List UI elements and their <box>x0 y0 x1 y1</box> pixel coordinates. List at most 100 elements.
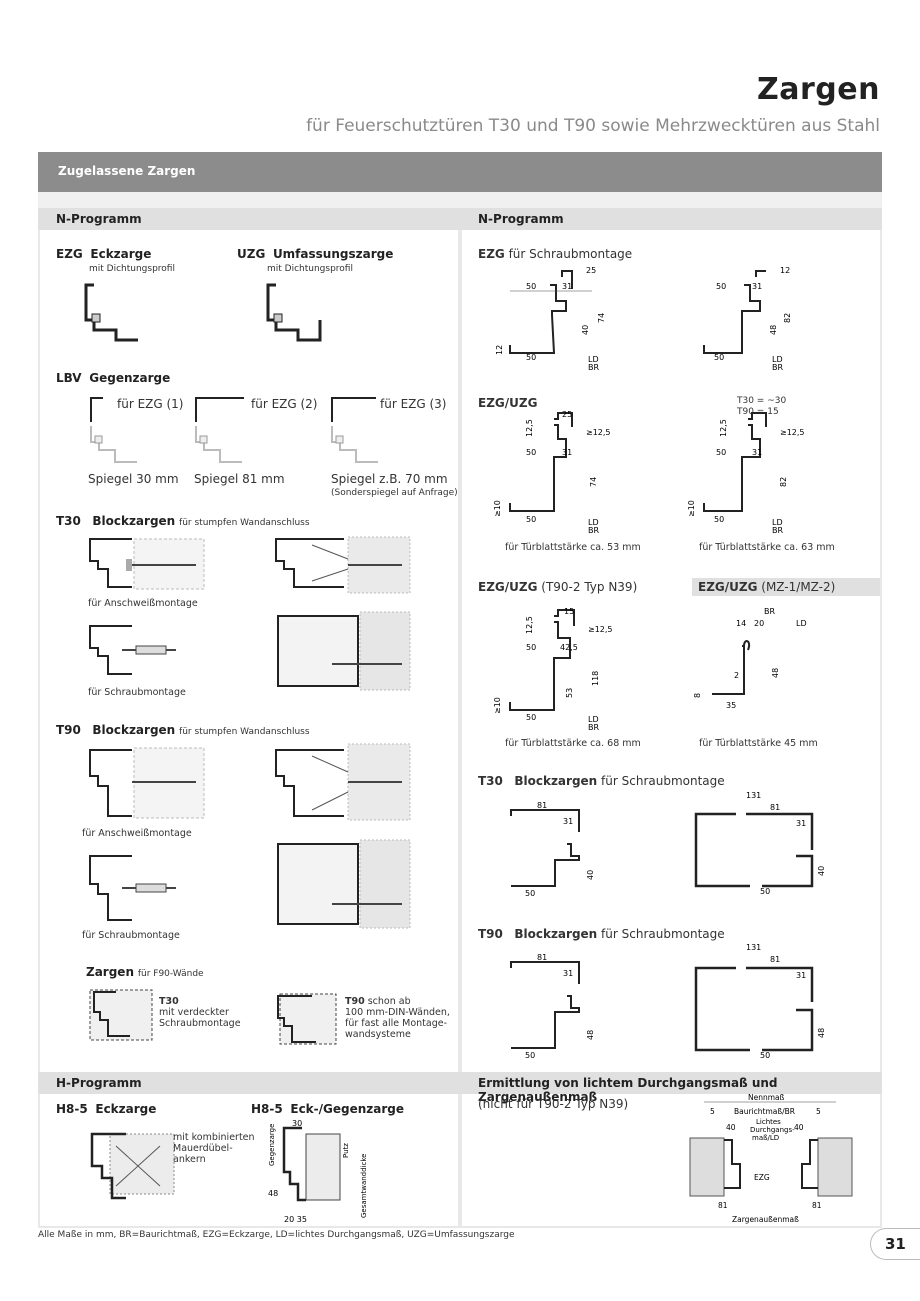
dim-131b: 131 <box>746 943 761 952</box>
t90-caption-schraub: für Schraubmontage <box>82 930 180 941</box>
lbv-1-spiegel: Spiegel 30 mm <box>88 472 179 486</box>
dim-ld-c: LD <box>588 518 599 527</box>
dim-50g: 50 <box>716 448 726 457</box>
ermittlung-note: (nicht für T90-2 Typ N39) <box>478 1097 629 1111</box>
t90-schraub-drawing-2 <box>277 839 411 929</box>
h-programm-head: H-Programm <box>38 1072 462 1094</box>
t30-anschweiss-drawing-2 <box>275 536 411 594</box>
dim-ld-d: LD <box>772 518 783 527</box>
dim-50n: 50 <box>760 1051 770 1060</box>
dim-t30-maß: T30 = ~30 <box>737 396 787 406</box>
lbv-1-label: für EZG (1) <box>117 397 184 411</box>
dim-31f: 31 <box>796 819 806 828</box>
dim-14: 14 <box>736 619 746 628</box>
dim-40c: 40 <box>817 866 826 876</box>
dim-48a: 48 <box>769 325 778 335</box>
label-nennmass: Nennmaß <box>748 1093 785 1102</box>
h85-eckzarge-drawing <box>90 1132 175 1200</box>
dim-50d: 50 <box>714 353 724 362</box>
dim-ld-e: LD <box>588 715 599 724</box>
dim-25a: 25 <box>586 266 596 275</box>
dim-81b: 81 <box>770 803 780 812</box>
t30-caption-schraub: für Schraubmontage <box>88 687 186 698</box>
sonderspiegel-note: (Sonderspiegel auf Anfrage) <box>331 488 458 498</box>
r-t30-drawing-2: 131 81 31 50 40 <box>694 791 826 896</box>
dim-50h: 50 <box>714 515 724 524</box>
label-gesamtwand: Gesamtwanddicke <box>360 1154 368 1218</box>
dim-35: 35 <box>726 701 736 710</box>
dim-74b: 74 <box>589 477 598 487</box>
dim-48c: 48 <box>586 1030 595 1040</box>
dim-40a: 40 <box>581 325 590 335</box>
label-zargenaussen: Zargenaußenmaß <box>732 1215 799 1224</box>
dim-50c: 50 <box>716 282 726 291</box>
label-lichtes-1: Lichtes <box>756 1118 781 1126</box>
dim-82a: 82 <box>783 313 792 323</box>
h85-eckzarge-heading: H8-5 Eckzarge <box>56 1102 157 1116</box>
dim-br-a: BR <box>588 363 599 372</box>
dim-20: 20 <box>754 619 764 628</box>
dim-15: 15 <box>564 607 574 616</box>
label-putz-top: Putz <box>342 1143 350 1158</box>
label-lichtes-2: Durchgangs- <box>750 1126 795 1134</box>
divider-band <box>38 192 882 208</box>
ezg-profile-drawing <box>84 283 138 342</box>
dim-12a: 12 <box>495 345 504 355</box>
dim-50a: 50 <box>526 282 536 291</box>
page-number: 31 <box>870 1228 920 1260</box>
section-banner: Zugelassene Zargen <box>38 152 882 192</box>
caption-68mm: für Türblattstärke ca. 68 mm <box>505 738 641 749</box>
dim-50b: 50 <box>526 353 536 362</box>
right-section-head: N-Programm <box>460 208 882 230</box>
page-subtitle: für Feuerschutztüren T30 und T90 sowie M… <box>306 116 880 136</box>
dim-50m: 50 <box>525 1051 535 1060</box>
dim-br-f: BR <box>764 607 775 616</box>
dim-31g: 31 <box>563 969 573 978</box>
dim-50e: 50 <box>526 448 536 457</box>
dim-50i: 50 <box>526 643 536 652</box>
r-t30-drawing-1: 81 31 50 40 <box>510 801 595 898</box>
dim-48b: 48 <box>771 668 780 678</box>
dim-40b: 40 <box>586 870 595 880</box>
dim-50f: 50 <box>526 515 536 524</box>
dim-ld-b: LD <box>772 355 783 364</box>
f90-t90-drawing <box>277 993 337 1045</box>
ezg-heading: EZG Eckzarge <box>56 247 152 261</box>
dim-2: 2 <box>734 671 739 680</box>
dim-48d: 48 <box>817 1028 826 1038</box>
dim-5a: 5 <box>710 1107 715 1116</box>
caption-53mm: für Türblattstärke ca. 53 mm <box>505 542 641 553</box>
dim-br-e: BR <box>588 723 599 732</box>
r-t90-drawing-1: 81 31 50 48 <box>510 953 595 1060</box>
t30-anschweiss-drawing-1 <box>89 538 205 590</box>
lbv-3-drawing <box>331 397 378 463</box>
lbv-2-drawing <box>195 397 244 463</box>
dim-50j: 50 <box>526 713 536 722</box>
dim-131a: 131 <box>746 791 761 800</box>
t30-schraub-drawing-1 <box>89 625 176 675</box>
r-ezguzg-drawing-2: ≥12,5 50 31 50 LD BR 82 ≥10 12,5 <box>687 412 805 535</box>
dim-48: 48 <box>268 1189 278 1198</box>
dim-ld-a: LD <box>588 355 599 364</box>
uzg-note: mit Dichtungsprofil <box>267 264 353 274</box>
dim-81f: 81 <box>812 1201 822 1210</box>
dim-br-b: BR <box>772 363 783 372</box>
t90-schraub-drawing-1 <box>89 855 176 921</box>
dim-31a: 31 <box>562 282 572 291</box>
h85-gegenzarge-heading: H8-5 Eck-/Gegenzarge <box>251 1102 405 1116</box>
dim-42-5: 42,5 <box>560 643 578 652</box>
r-t30-heading: T30 Blockzargen für Schraubmontage <box>478 774 725 788</box>
page-title: Zargen <box>757 72 880 107</box>
f90-heading: Zargen für F90-Wände <box>86 965 204 979</box>
r-ezg-drawing-2: 50 31 12 50 LD BR 48 82 <box>703 266 792 372</box>
t30-caption-anschweiss: für Anschweißmontage <box>88 598 198 609</box>
dim-31d: 31 <box>752 448 762 457</box>
t90-caption-anschweiss: für Anschweißmontage <box>82 828 192 839</box>
t30-schraub-drawing-2 <box>277 611 411 691</box>
dim-ge12-5c: ≥12,5 <box>588 625 613 634</box>
dim-53: 53 <box>565 688 574 698</box>
r-ezguzg-t90-drawing: 15 ≥12,5 50 42,5 50 LD BR 53 118 ≥10 12,… <box>493 607 613 732</box>
ermittlung-head: Ermittlung von lichtem Durchgangsmaß und… <box>460 1072 882 1104</box>
dim-br-d: BR <box>772 526 783 535</box>
